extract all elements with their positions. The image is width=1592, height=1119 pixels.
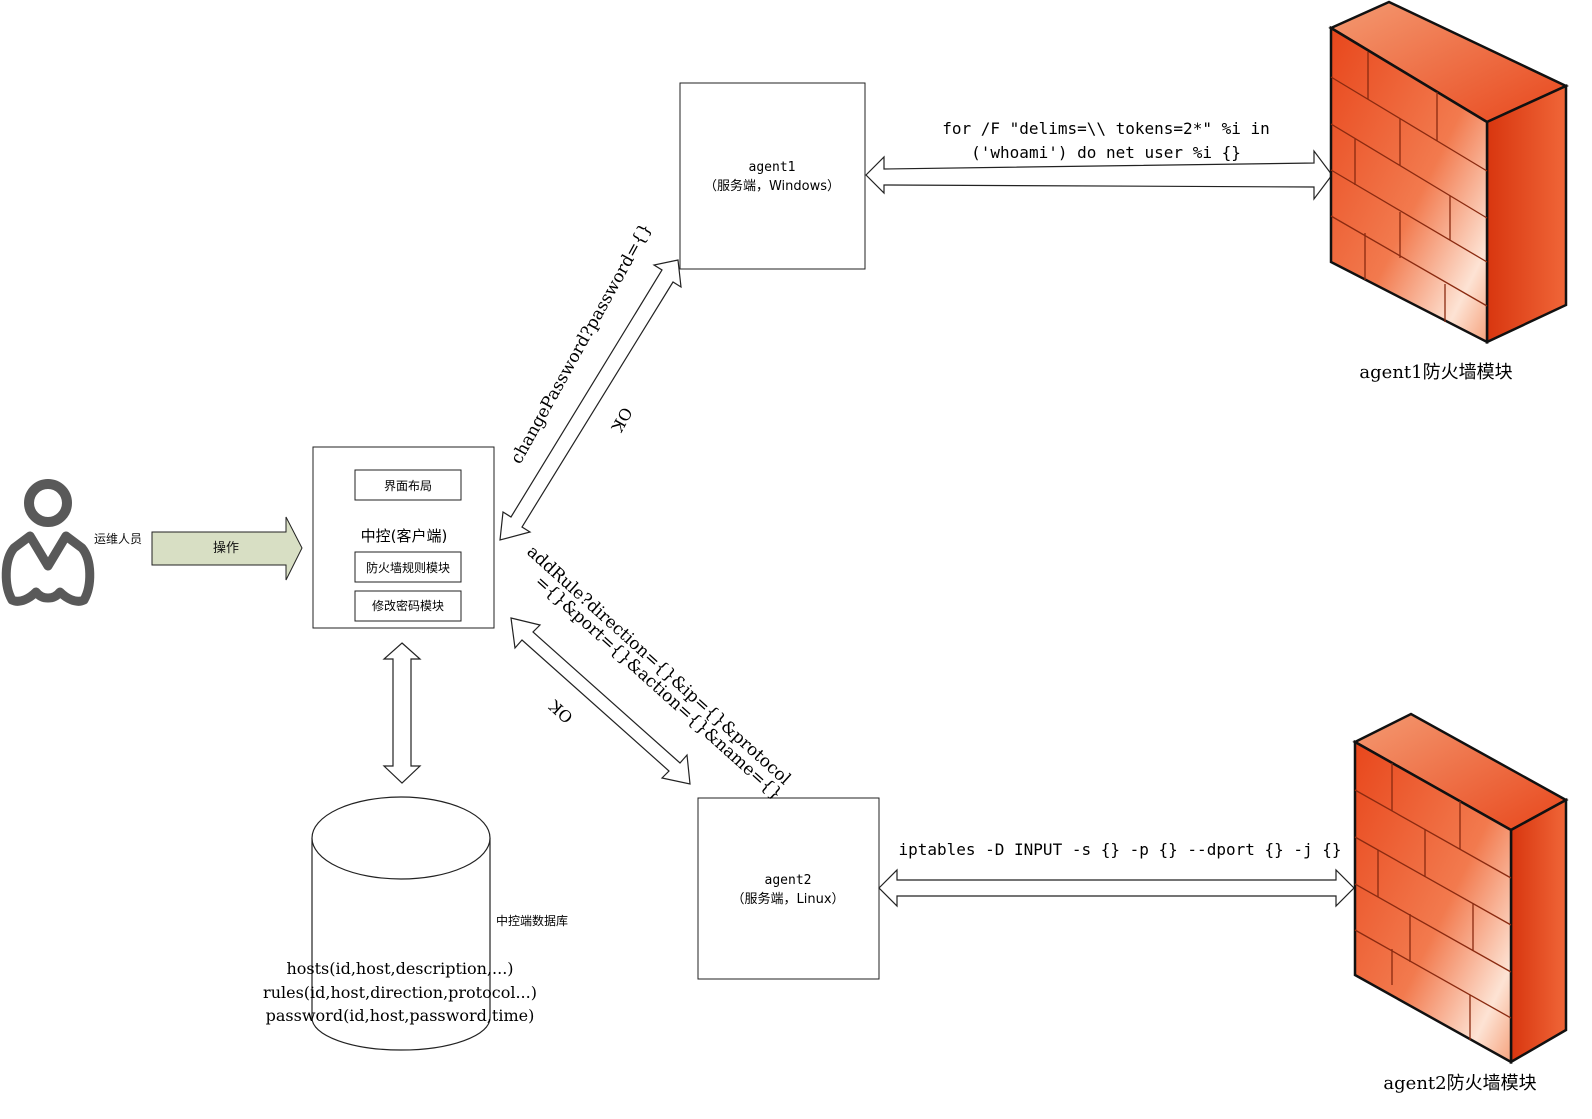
controller-title: 中控(客户端) bbox=[361, 527, 448, 545]
module-change-password-box bbox=[354, 590, 462, 622]
firewall2-icon bbox=[1352, 712, 1569, 1065]
firewall1-icon bbox=[1328, 0, 1569, 345]
agent2-request-line2: ={}&port={}&action={}&name={} bbox=[531, 572, 786, 805]
database-cylinder bbox=[311, 796, 491, 1051]
agent1-box bbox=[679, 82, 866, 270]
agent2-command-line1: iptables -D INPUT -s {} -p {} --dport {}… bbox=[898, 840, 1341, 859]
controller-database-arrow bbox=[382, 642, 422, 784]
agent2-firewall-arrow bbox=[878, 868, 1355, 908]
actor-label: 运维人员 bbox=[94, 532, 142, 546]
module-firewall-rules-box bbox=[354, 551, 462, 583]
agent1-desc: （服务端，Windows） bbox=[704, 178, 840, 194]
agent1-command-line2: ('whoami') do net user %i {} bbox=[971, 143, 1241, 162]
module-ui-layout-label: 界面布局 bbox=[384, 479, 432, 493]
agent2-desc: （服务端，Linux） bbox=[731, 891, 844, 907]
module-change-password-label: 修改密码模块 bbox=[372, 598, 444, 613]
agent2-box bbox=[697, 797, 880, 980]
module-ui-layout-box bbox=[354, 469, 462, 501]
operate-arrow bbox=[151, 516, 303, 581]
database-table-password: password(id,host,password,time) bbox=[266, 1006, 535, 1025]
controller-agent2-arrow bbox=[510, 617, 691, 785]
database-label: 中控端数据库 bbox=[496, 913, 568, 928]
controller-agent1-arrow bbox=[499, 259, 682, 541]
agent1-response-label: OK bbox=[607, 404, 636, 436]
module-firewall-rules-label: 防火墙规则模块 bbox=[366, 560, 450, 575]
agent2-response-label: OK bbox=[545, 696, 577, 728]
firewall1-label: agent1防火墙模块 bbox=[1359, 362, 1512, 383]
agent1-name: agent1 bbox=[749, 160, 796, 175]
operate-arrow-label: 操作 bbox=[213, 540, 239, 556]
firewall2-label: agent2防火墙模块 bbox=[1383, 1073, 1536, 1094]
database-table-rules: rules(id,host,direction,protocol...) bbox=[263, 983, 537, 1002]
agent1-command-line1: for /F "delims=\\ tokens=2*" %i in bbox=[942, 119, 1270, 138]
operator-person-icon bbox=[1, 479, 95, 606]
database-table-hosts: hosts(id,host,description,...) bbox=[286, 959, 513, 978]
agent2-name: agent2 bbox=[765, 873, 812, 888]
